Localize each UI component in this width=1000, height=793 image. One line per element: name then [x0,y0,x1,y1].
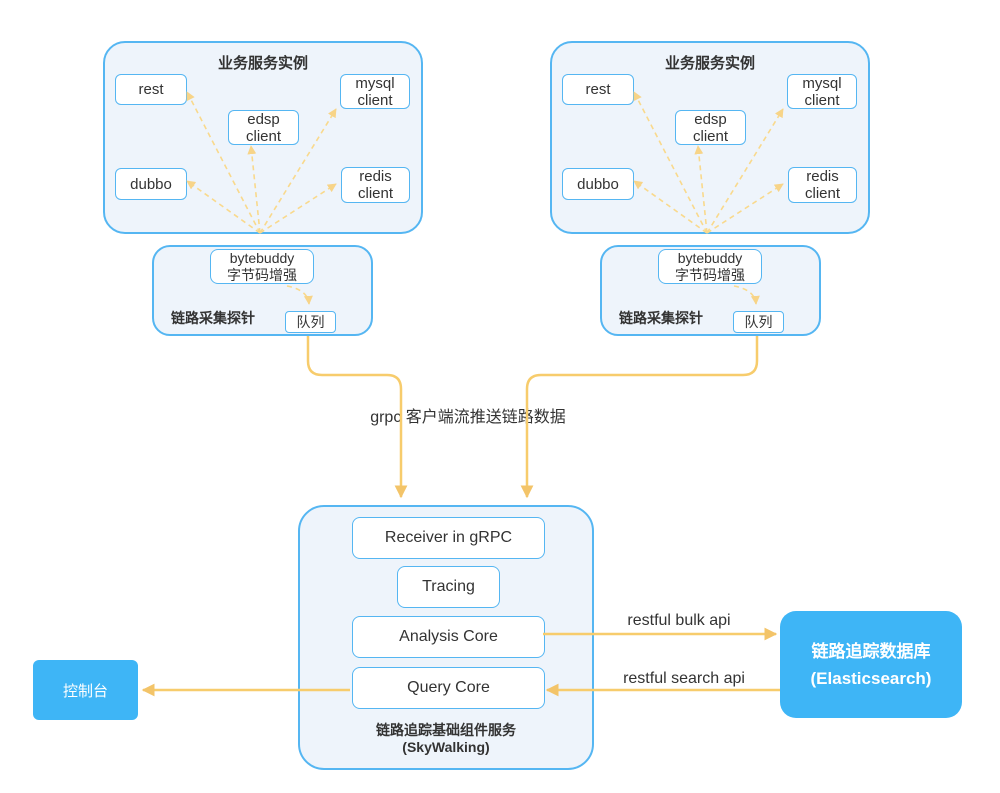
node-label-line: 字节码增强 [675,266,745,283]
module-tracing: Tracing [397,566,500,608]
node-label-line: edsp [694,110,727,128]
node-label-line: client [692,127,729,145]
skywalking-service: Receiver in gRPC Tracing Analysis Core Q… [298,505,594,770]
node-queue: 队列 [733,311,784,333]
group-title: 业务服务实例 [217,55,308,72]
node-label-line: client [804,185,841,202]
node-label-line: client [357,91,393,109]
node-queue: 队列 [285,311,336,333]
node-dubbo: dubbo [115,168,187,200]
node-label-line: redis [806,168,839,185]
node-bytebuddy: bytebuddy 字节码增强 [210,249,314,284]
node-label: 队列 [296,313,325,330]
node-label: rest [138,81,164,98]
grpc-push-label: grpc 客户端流推送链路数据 [370,409,566,426]
node-label-line: bytebuddy [677,249,743,266]
node-label: dubbo [130,175,172,193]
probe-label: 链路采集探针 [171,310,255,326]
node-label: dubbo [577,175,619,193]
node-label-line: client [357,185,394,202]
node-edsp-client: edsp client [675,110,746,145]
node-bytebuddy: bytebuddy 字节码增强 [658,249,762,284]
console-box: 控制台 [33,660,138,720]
node-redis-client: redis client [788,167,857,203]
skywalking-label-line: (SkyWalking) [402,739,490,755]
service-instance-group-2: 业务服务实例 rest mysql client edsp client dub… [550,41,870,234]
module-receiver-grpc: Receiver in gRPC [352,517,545,559]
elasticsearch-label-line: 链路追踪数据库 [811,641,931,661]
restful-search-api-label: restful search api [623,670,745,687]
node-label-line: mysql [355,74,395,92]
module-label: Receiver in gRPC [384,529,513,546]
node-dubbo: dubbo [562,168,634,200]
node-label-line: 字节码增强 [227,266,297,283]
module-analysis-core: Analysis Core [352,616,545,658]
probe-label: 链路采集探针 [619,310,703,326]
node-edsp-client: edsp client [228,110,299,145]
node-rest: rest [115,74,187,105]
node-label-line: redis [359,168,392,185]
node-rest: rest [562,74,634,105]
group-title: 业务服务实例 [664,55,755,72]
service-instance-group-1: 业务服务实例 rest mysql client edsp client dub… [103,41,423,234]
skywalking-label-line: 链路追踪基础组件服务 [376,722,516,738]
node-mysql-client: mysql client [787,74,857,109]
trace-probe-1: bytebuddy 字节码增强 链路采集探针 队列 [152,245,373,336]
node-label-line: client [245,127,282,145]
elasticsearch-db: 链路追踪数据库 (Elasticsearch) [780,611,962,718]
node-label: 队列 [744,313,773,330]
module-label: Tracing [422,578,475,595]
skywalking-label: 链路追踪基础组件服务 (SkyWalking) [300,722,592,756]
node-label-line: client [804,91,840,109]
restful-bulk-api-label: restful bulk api [627,612,731,629]
module-label: Query Core [407,679,490,696]
module-query-core: Query Core [352,667,545,709]
node-label-line: mysql [802,74,842,92]
node-label: rest [585,81,611,98]
node-label-line: bytebuddy [229,249,295,266]
node-mysql-client: mysql client [340,74,410,109]
node-redis-client: redis client [341,167,410,203]
console-label: 控制台 [62,682,108,700]
module-label: Analysis Core [399,628,498,645]
node-label-line: edsp [247,110,280,128]
trace-probe-2: bytebuddy 字节码增强 链路采集探针 队列 [600,245,821,336]
elasticsearch-label-line: (Elasticsearch) [810,668,932,688]
